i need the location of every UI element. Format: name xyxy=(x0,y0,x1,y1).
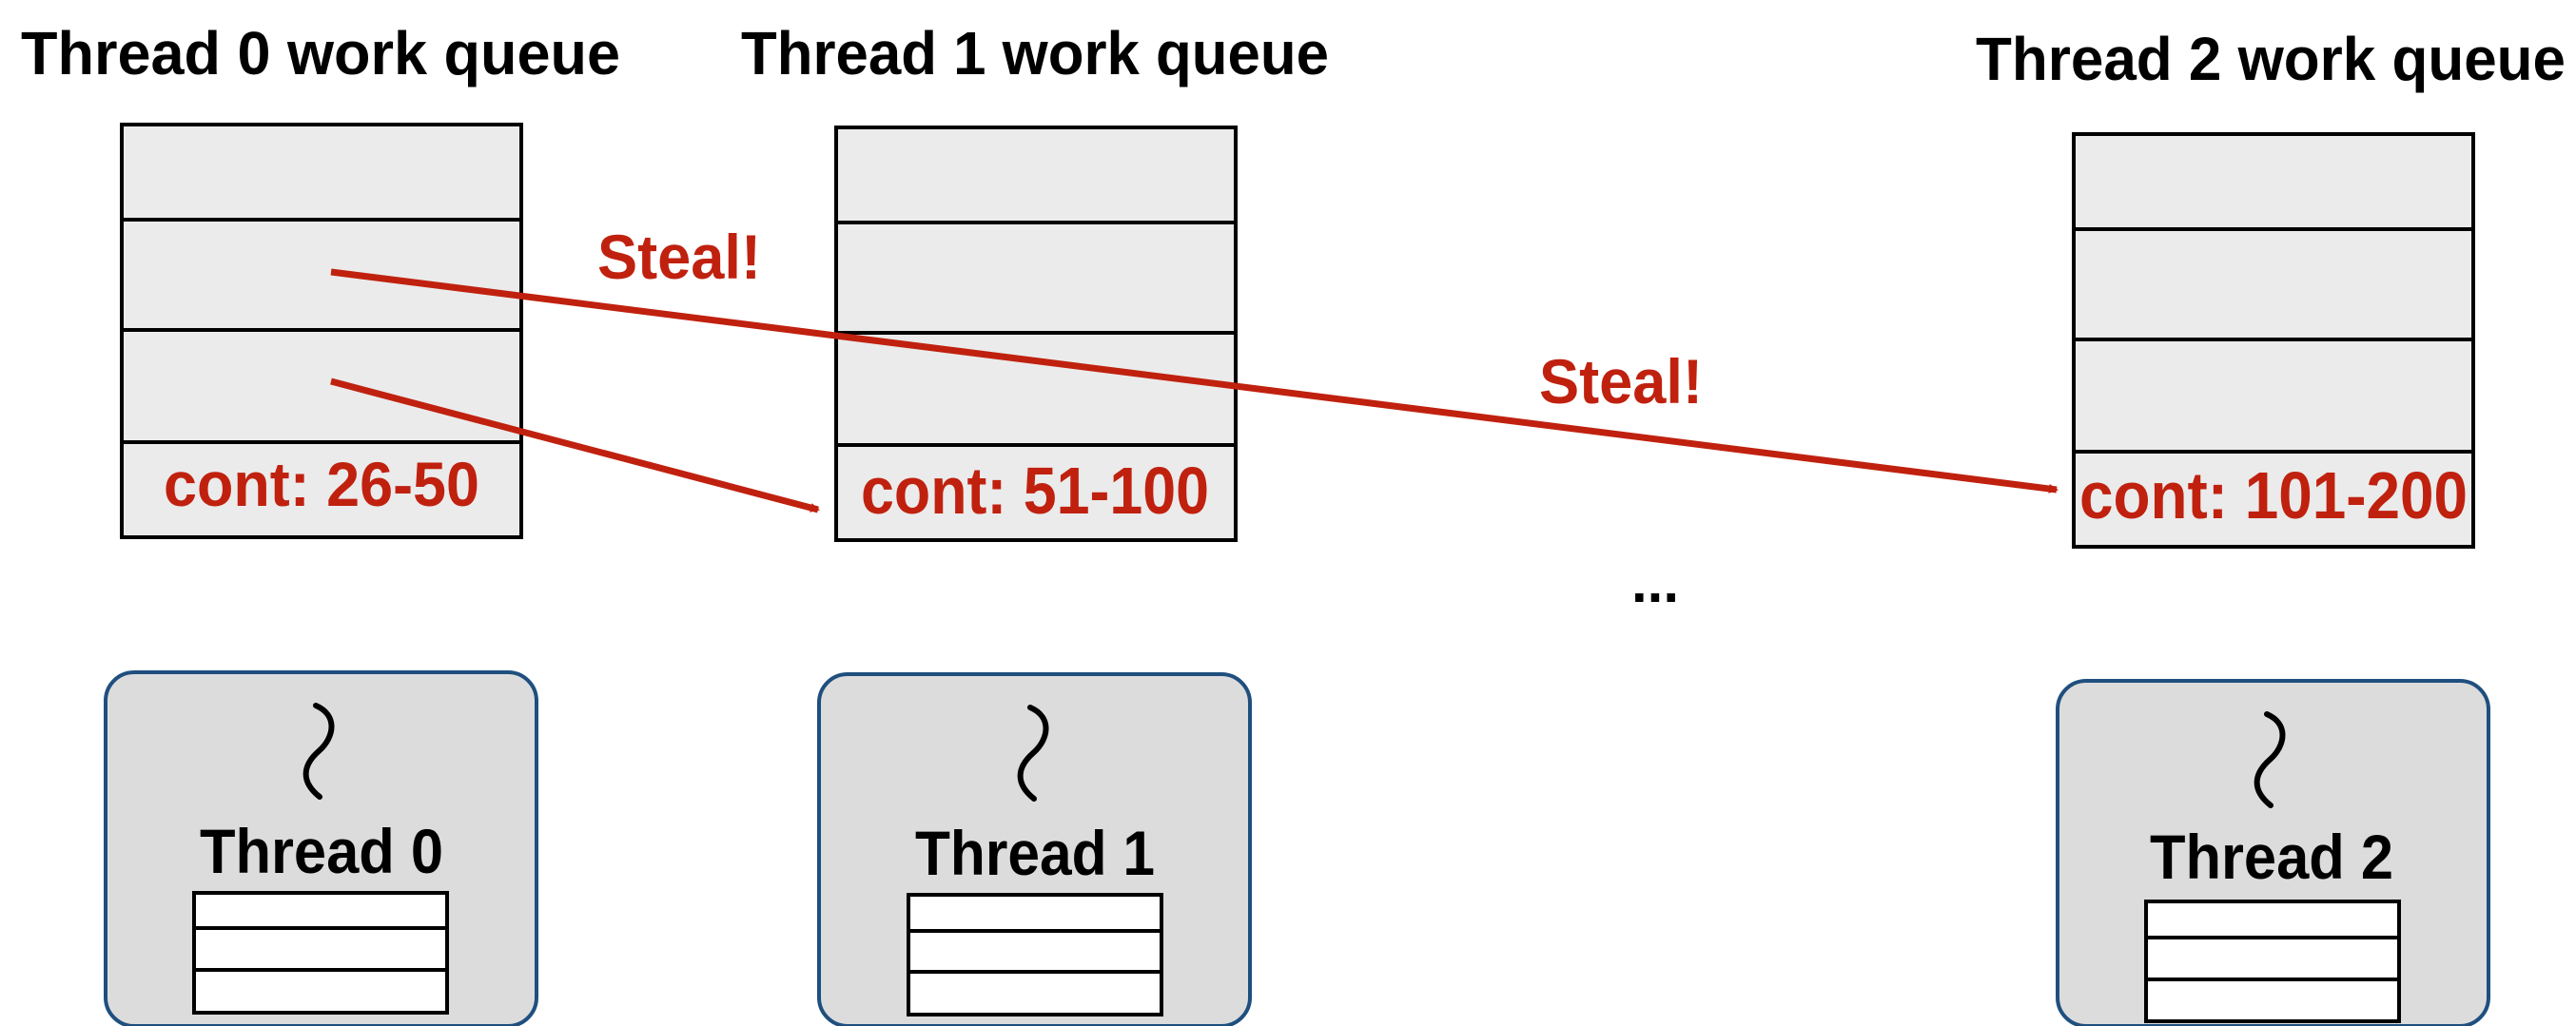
thread-1-label: Thread 1 xyxy=(915,818,1155,888)
thread-1-local-stack xyxy=(907,893,1163,1016)
thread-squiggle-icon xyxy=(1017,705,1049,802)
steal-label-1: Steal! xyxy=(597,222,761,292)
thread-2-box: Thread 2 xyxy=(2056,679,2490,1026)
steal-label-2: Steal! xyxy=(1539,346,1703,416)
queue-1-cont-label: cont: 51-100 xyxy=(861,454,1209,528)
queue-1-title: Thread 1 work queue xyxy=(741,19,1329,87)
queue-2-stack: cont: 101-200 xyxy=(2072,132,2475,549)
queue-1-stack: cont: 51-100 xyxy=(834,126,1238,542)
ellipsis: ... xyxy=(1631,551,1679,614)
thread-1-box: Thread 1 xyxy=(817,672,1252,1026)
thread-2-label: Thread 2 xyxy=(2150,822,2393,892)
steal-arrow-to-thread-2 xyxy=(330,268,2059,494)
queue-0-cont-label: cont: 26-50 xyxy=(164,449,479,519)
thread-0-local-stack xyxy=(192,891,449,1015)
steal-arrow-to-thread-1 xyxy=(330,377,820,513)
thread-squiggle-icon xyxy=(2254,711,2286,808)
queue-2-title: Thread 2 work queue xyxy=(1976,25,2566,93)
thread-0-label: Thread 0 xyxy=(200,816,443,886)
thread-squiggle-icon xyxy=(302,703,335,800)
queue-0-title: Thread 0 work queue xyxy=(21,19,620,87)
queue-0-stack: cont: 26-50 xyxy=(120,123,523,539)
thread-2-local-stack xyxy=(2144,900,2401,1023)
queue-2-cont-label: cont: 101-200 xyxy=(2079,458,2468,532)
thread-0-box: Thread 0 xyxy=(104,670,538,1026)
